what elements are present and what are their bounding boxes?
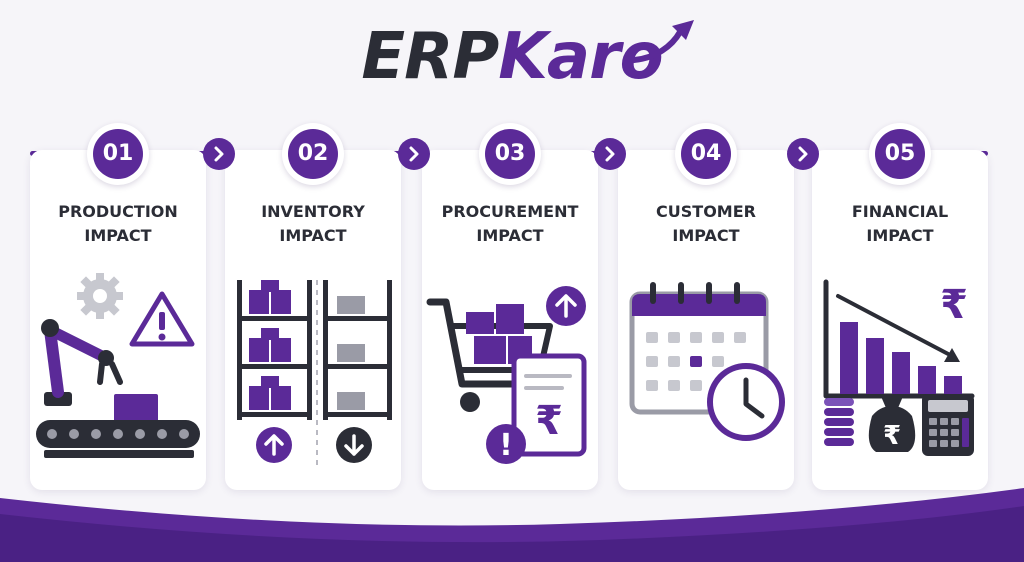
chevron-right-icon <box>605 146 615 162</box>
brand-logo: ERPKaro <box>0 22 1024 92</box>
step-badge-3: 03 <box>479 123 541 185</box>
step-badge-1: 01 <box>87 123 149 185</box>
exclamation-icon: ! <box>486 424 526 464</box>
step-number: 02 <box>288 129 338 179</box>
money-bag-icon: ₹ <box>868 394 916 452</box>
step-title-3: PROCUREMENT IMPACT <box>422 200 598 248</box>
shelf-icon <box>237 280 312 420</box>
step-title-1: PRODUCTION IMPACT <box>30 200 206 248</box>
step-title-line: FINANCIAL <box>851 202 949 221</box>
next-arrow-2 <box>398 138 430 170</box>
step-badge-5: 05 <box>869 123 931 185</box>
customer-illustration <box>629 282 785 441</box>
step-title-line: PRODUCTION <box>58 202 178 221</box>
brand-logo-erp: ERP <box>361 20 499 94</box>
box-icon <box>249 280 291 410</box>
logo-swoosh-icon <box>631 20 694 63</box>
chevron-right-icon <box>214 146 224 162</box>
step-title-4: CUSTOMER IMPACT <box>618 200 794 248</box>
next-arrow-4 <box>787 138 819 170</box>
next-arrow-1 <box>203 138 235 170</box>
step-title-line: CUSTOMER <box>656 202 756 221</box>
rupee-icon: ₹ <box>940 282 968 328</box>
arrow-up-icon <box>256 427 292 463</box>
inventory-illustration <box>237 280 392 466</box>
next-arrow-3 <box>594 138 626 170</box>
conveyor-belt-icon <box>36 420 200 458</box>
arrow-down-icon <box>336 427 372 463</box>
warning-icon <box>129 291 195 347</box>
rupee-icon: ₹ <box>535 398 563 444</box>
box-icon <box>337 296 365 410</box>
robot-arm-icon <box>41 319 123 406</box>
exclamation-mark: ! <box>499 428 513 463</box>
gear-icon <box>77 273 123 319</box>
invoice-icon <box>511 353 587 457</box>
step-title-line: IMPACT <box>84 226 152 245</box>
chevron-right-icon <box>798 146 808 162</box>
calculator-icon <box>922 394 974 456</box>
step-title-line: IMPACT <box>279 226 347 245</box>
declining-bar-chart-icon <box>823 279 975 399</box>
step-number: 01 <box>93 129 143 179</box>
step-title-line: IMPACT <box>672 226 740 245</box>
coin-stack-icon <box>824 398 854 446</box>
production-illustration <box>36 273 200 458</box>
chevron-right-icon <box>409 146 419 162</box>
step-badge-2: 02 <box>282 123 344 185</box>
financial-illustration: ₹ ₹ <box>823 279 975 456</box>
step-title-line: IMPACT <box>476 226 544 245</box>
shelf-icon <box>323 280 392 420</box>
step-badge-4: 04 <box>675 123 737 185</box>
step-title-line: IMPACT <box>866 226 934 245</box>
arrow-up-icon <box>546 286 586 326</box>
step-title-5: FINANCIAL IMPACT <box>812 200 988 248</box>
step-number: 05 <box>875 129 925 179</box>
clock-icon <box>707 363 785 441</box>
procurement-illustration: ₹ ! <box>426 286 587 464</box>
money-bag-rupee: ₹ <box>883 421 901 451</box>
step-number: 04 <box>681 129 731 179</box>
bottom-wave-decoration <box>0 488 1024 562</box>
step-number: 03 <box>485 129 535 179</box>
step-title-2: INVENTORY IMPACT <box>225 200 401 248</box>
step-title-line: PROCUREMENT <box>441 202 579 221</box>
box-icon <box>114 394 158 422</box>
step-title-line: INVENTORY <box>261 202 365 221</box>
